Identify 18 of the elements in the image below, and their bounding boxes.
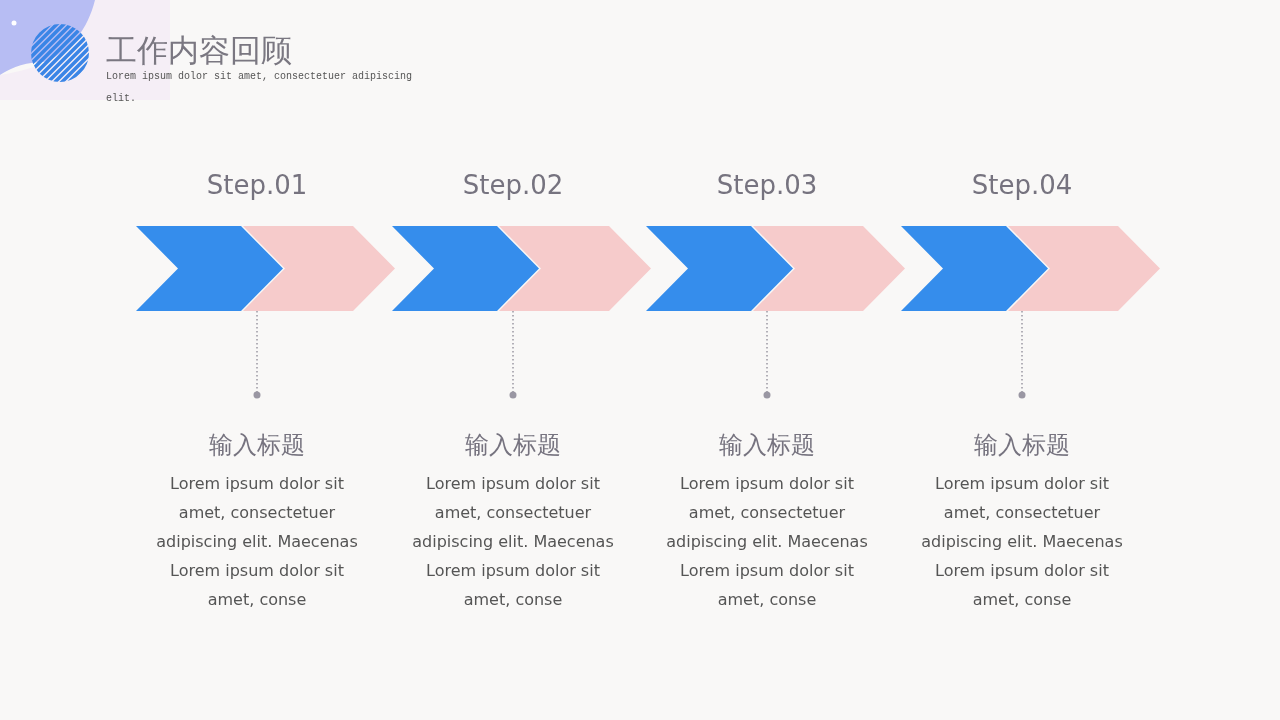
body-text: Lorem ipsum dolor sit amet, consectetuer adipiscing elit. Maecenas Lorem ipsum dolor sit amet, conse	[665, 473, 869, 611]
title: 工作内容回顾	[106, 32, 292, 70]
body-text: Lorem ipsum dolor sit amet, consectetuer adipiscing elit. Maecenas Lorem ipsum dolor sit amet, conse	[155, 473, 359, 611]
heading: 输入标题	[973, 430, 1071, 461]
leader-line	[1018, 310, 1026, 399]
step-label: Step.01	[205, 170, 309, 200]
step-label: Step.04	[970, 170, 1074, 200]
leader-line	[509, 310, 517, 399]
heading: 输入标题	[208, 430, 306, 461]
heading: 输入标题	[464, 430, 562, 461]
body-text: Lorem ipsum dolor sit amet, consectetuer adipiscing elit. Maecenas Lorem ipsum dolor sit amet, conse	[920, 473, 1124, 611]
leader-line	[763, 310, 771, 399]
step-label: Step.03	[715, 170, 819, 200]
subtitle: Lorem ipsum dolor sit amet, consectetuer adipiscing elit.	[106, 70, 414, 106]
leader-line	[253, 310, 261, 399]
heading: 输入标题	[718, 430, 816, 461]
body-text: Lorem ipsum dolor sit amet, consectetuer adipiscing elit. Maecenas Lorem ipsum dolor sit amet, conse	[411, 473, 615, 611]
step-label: Step.02	[461, 170, 565, 200]
